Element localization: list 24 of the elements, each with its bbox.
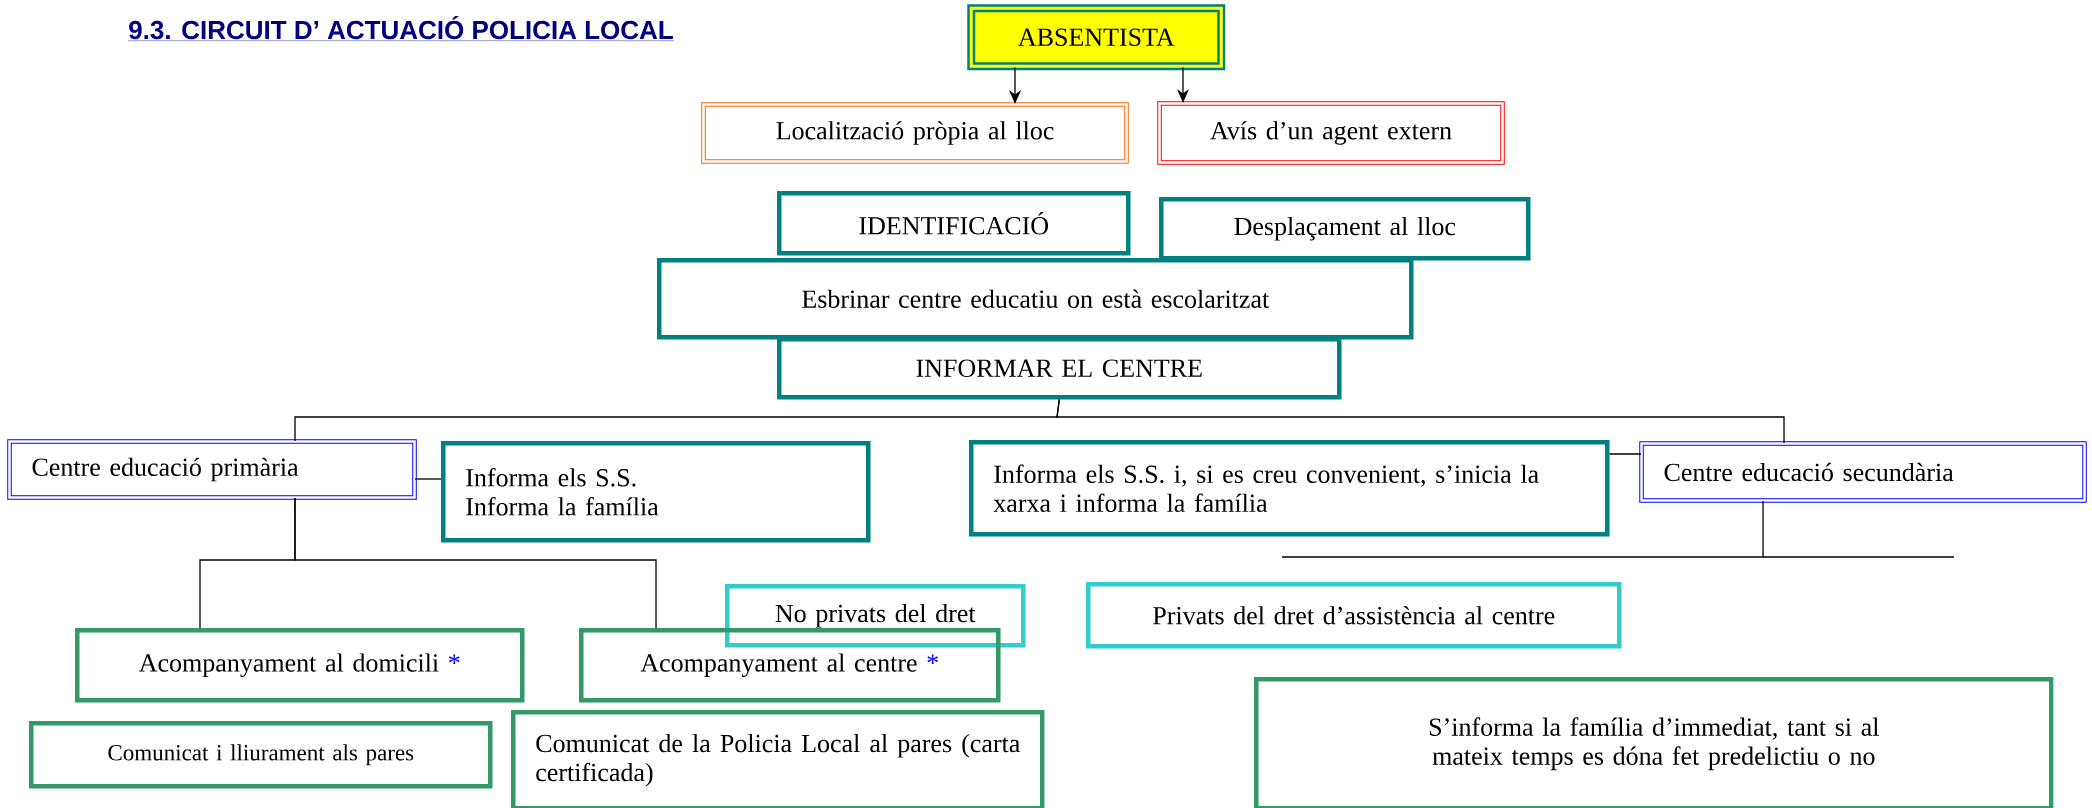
start-box: ABSENTISTA (967, 4, 1226, 71)
process-box: Informa els S.S. Informa la família (441, 441, 871, 543)
condition-box: No privats del dret (725, 584, 1026, 648)
connector (294, 497, 657, 629)
action-box: Acompanyament al centre * (579, 628, 1001, 703)
condition-box: Privats del dret d’assistència al centre (1086, 582, 1622, 649)
connector (1762, 500, 1764, 558)
process-box: IDENTIFICACIÓ (777, 191, 1131, 256)
process-box: Desplaçament al lloc (1159, 197, 1531, 261)
source-box: Avís d’un agent extern (1157, 101, 1505, 165)
action-box: Comunicat de la Policia Local al pares (carta certificada) (511, 710, 1045, 808)
title: 9.3. CIRCUIT D’ ACTUACIÓ POLICIA LOCAL (128, 15, 674, 41)
connector (1608, 453, 1642, 455)
connector (414, 478, 442, 480)
process-box: Esbrinar centre educatiu on està escolaritzat (657, 258, 1414, 340)
action-box: Acompanyament al domicili * (75, 628, 525, 703)
source-box: Localització pròpia al lloc (701, 102, 1129, 164)
connector (1056, 398, 1785, 444)
process-box: INFORMAR EL CENTRE (777, 337, 1342, 400)
school-box: Centre educació secundària (1639, 441, 2087, 503)
school-box: Centre educació primària (7, 439, 417, 500)
process-box: Informa els S.S. i, si es creu convenient, s’inicia la xarxa i informa la família (969, 440, 1610, 537)
action-box: Comunicat i lliurament als pares (29, 721, 493, 789)
action-box: S’informa la família d’immediat, tant si al mateix temps es dóna fet predelictiu o no (1254, 677, 2054, 808)
